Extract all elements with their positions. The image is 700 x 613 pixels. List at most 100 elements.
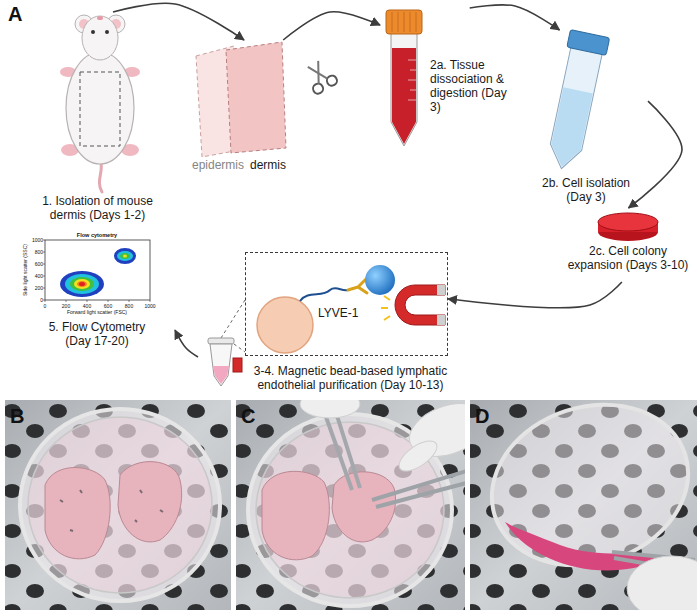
magnet-sparks [381, 296, 390, 320]
dermis-sheet [226, 42, 286, 153]
tick-label: 600 [28, 261, 43, 267]
mouse-eye [91, 30, 95, 34]
axis-label: Side light scatter (SSC) [22, 235, 28, 305]
forceps [372, 470, 465, 507]
magnet-body [395, 285, 445, 325]
flow-arrow [175, 330, 198, 357]
purification-inset: LYVE-1 [245, 252, 448, 356]
density-blob [114, 248, 136, 264]
cap-ridges [392, 12, 416, 32]
tube-cap [386, 10, 422, 34]
panel-letter: D [475, 404, 497, 428]
skin-tissue [332, 472, 396, 542]
magnet-pole [437, 285, 445, 295]
skin-layers: epidermisdermis [188, 40, 300, 176]
density-blob [65, 274, 99, 294]
flow-arrow [470, 5, 560, 30]
density-blob [70, 277, 94, 291]
endothelial-cell [257, 297, 313, 353]
step-caption: 5. Flow Cytometry (Day 17-20) [37, 320, 157, 348]
plot-ticks [43, 240, 150, 302]
skin-layers-illustration [196, 42, 286, 157]
digestion-tube-step: 2a. Tissue dissociation & digestion (Day… [380, 8, 518, 150]
mouse-eye [105, 30, 109, 34]
tissue-texture [60, 490, 163, 531]
dish-medium [256, 422, 444, 598]
density-blob [117, 251, 133, 261]
petri-dish [248, 414, 452, 606]
gloved-hand [627, 556, 697, 610]
gloved-hand [300, 400, 360, 418]
mouse-tail [99, 160, 102, 192]
tick-label: 800 [121, 303, 137, 309]
scissors-blade [308, 61, 328, 84]
density-blob [123, 255, 127, 258]
layer-label: epidermis [192, 158, 248, 172]
panel-letter: C [241, 404, 263, 428]
step-caption: 2a. Tissue dissociation & digestion (Day… [430, 58, 516, 114]
density-blob [79, 282, 85, 286]
hood-surface [5, 400, 231, 610]
digestion-tube [386, 10, 422, 146]
flow-arrow [113, 3, 244, 40]
culture-dish [598, 213, 658, 241]
tube-body [210, 344, 232, 386]
tick-label: 600 [100, 303, 116, 309]
culture-dish-step: 2c. Cell colony expansion (Days 3-10) [562, 208, 695, 282]
skin-tissue [118, 462, 182, 542]
flow-arrow [283, 12, 380, 40]
tick-label: 400 [28, 273, 43, 279]
density-blob [74, 279, 90, 289]
tick-label: 400 [79, 303, 95, 309]
small-magnet [233, 358, 242, 372]
magnet-pole [437, 315, 445, 325]
dish-medium [28, 417, 212, 593]
tube-fluid [547, 87, 593, 170]
petri-dish [20, 409, 220, 601]
flow-arrow [448, 282, 622, 308]
step-caption: 2c. Cell colony expansion (Days 3-10) [563, 244, 693, 272]
antibody [348, 279, 367, 293]
density-blob [60, 271, 104, 297]
isolation-tube-step: 2b. Cell isolation (Day 3) [530, 30, 648, 208]
step-caption: 2b. Cell isolation (Day 3) [530, 176, 642, 204]
tick-label: 1000 [142, 303, 158, 309]
tick-label: 0 [37, 303, 53, 309]
plot-title: Flow cytometry [67, 232, 127, 239]
mouse-head [82, 16, 118, 60]
tube-cap [208, 338, 234, 344]
excision-outline [80, 72, 120, 146]
density-blob [77, 281, 87, 287]
photo-panel [236, 400, 465, 610]
receptor-stalk [300, 288, 348, 301]
scissors-handle [311, 82, 325, 96]
tube-fluid [213, 366, 229, 384]
axis-label: Forward light scatter (FSC) [47, 309, 147, 315]
tick-label: 200 [58, 303, 74, 309]
tick-label: 800 [28, 249, 43, 255]
magnetic-tube-step: 3-4. Magnetic bead-based lymphatic endot… [198, 336, 460, 396]
horseshoe-magnet [395, 285, 445, 325]
gloved-finger [394, 435, 442, 477]
skin-tissue [262, 471, 329, 560]
step-caption: 1. Isolation of mouse dermis (Days 1-2) [30, 194, 165, 222]
panel-letter: A [8, 2, 30, 26]
receptor-label: LYVE-1 [318, 306, 364, 320]
tick-label: 200 [28, 285, 43, 291]
photo-panel [470, 400, 697, 610]
bead-binding-illustration [257, 265, 445, 353]
isolation-tube [542, 30, 610, 173]
skin-tissue [45, 468, 110, 559]
flow-plot [43, 240, 150, 302]
tick-label: 0 [28, 297, 43, 303]
mouse-illustration [60, 15, 140, 192]
tube-body [546, 46, 603, 172]
tube-cap [567, 30, 610, 56]
density-blob [120, 253, 130, 259]
mouse-body [66, 52, 134, 164]
mouse-nose [97, 16, 103, 20]
plot-frame [45, 240, 150, 300]
dish-lid [598, 213, 658, 231]
photo-panel [5, 400, 231, 610]
tube-fluid [392, 48, 416, 144]
